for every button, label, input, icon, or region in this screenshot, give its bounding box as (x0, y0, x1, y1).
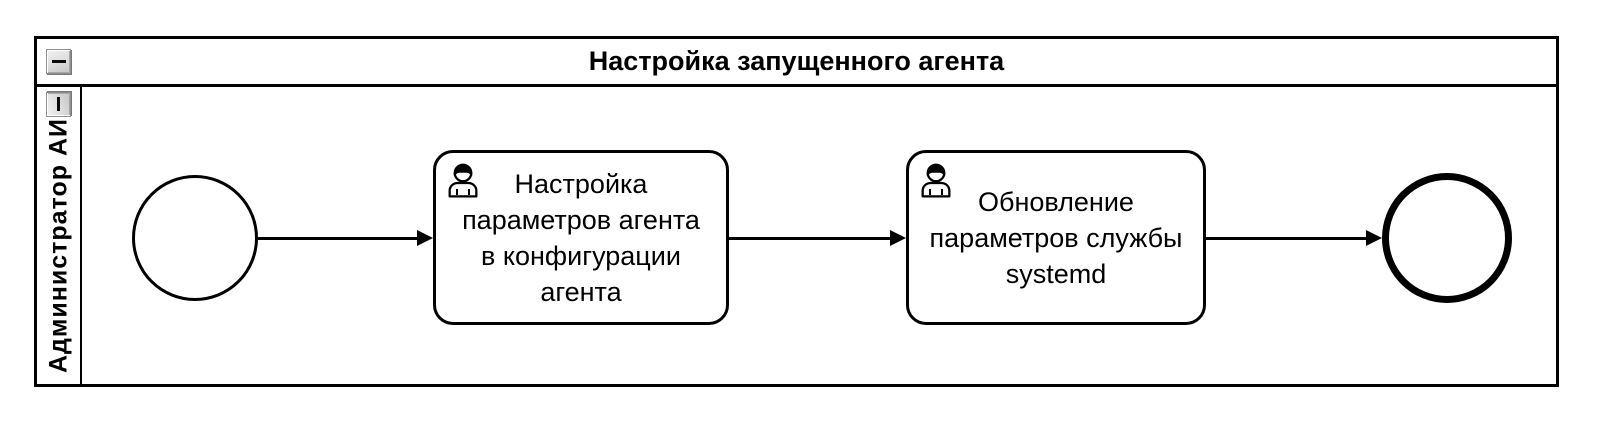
sequence-flow-1[interactable] (258, 230, 433, 246)
minus-icon (51, 60, 66, 63)
task-label: Обновление параметров службы systemd (929, 186, 1183, 289)
start-event[interactable] (132, 175, 258, 301)
sequence-flow-3[interactable] (1206, 230, 1382, 246)
lane-administrator[interactable]: Администратор АИС (37, 87, 82, 384)
sequence-flow-2[interactable] (729, 230, 906, 246)
user-icon (921, 163, 951, 198)
pool-collapse-button[interactable] (46, 49, 71, 74)
task-label: Настройка параметров агента в конфигурац… (462, 168, 700, 307)
pool-body: Администратор АИС Настройка (37, 87, 1556, 384)
arrowhead-icon (1366, 230, 1382, 246)
user-icon (448, 163, 478, 198)
arrowhead-icon (890, 230, 906, 246)
user-task-update-systemd[interactable]: Обновление параметров службы systemd (906, 150, 1206, 325)
pool-title-band[interactable]: Настройка запущенного агента (37, 39, 1556, 87)
end-event[interactable] (1382, 173, 1512, 303)
flow-line (1206, 236, 1366, 240)
lane-label: Администратор АИС (44, 98, 72, 373)
user-task-configure-agent[interactable]: Настройка параметров агента в конфигурац… (433, 150, 729, 325)
minus-icon (57, 97, 60, 112)
arrowhead-icon (417, 230, 433, 246)
pool-title: Настройка запущенного агента (588, 46, 1005, 76)
lane-content: Настройка параметров агента в конфигурац… (82, 87, 1556, 384)
lane-collapse-button[interactable] (46, 92, 71, 117)
flow-line (258, 236, 417, 240)
flow-line (729, 236, 890, 240)
process-pool[interactable]: Настройка запущенного агента Администрат… (34, 36, 1559, 387)
